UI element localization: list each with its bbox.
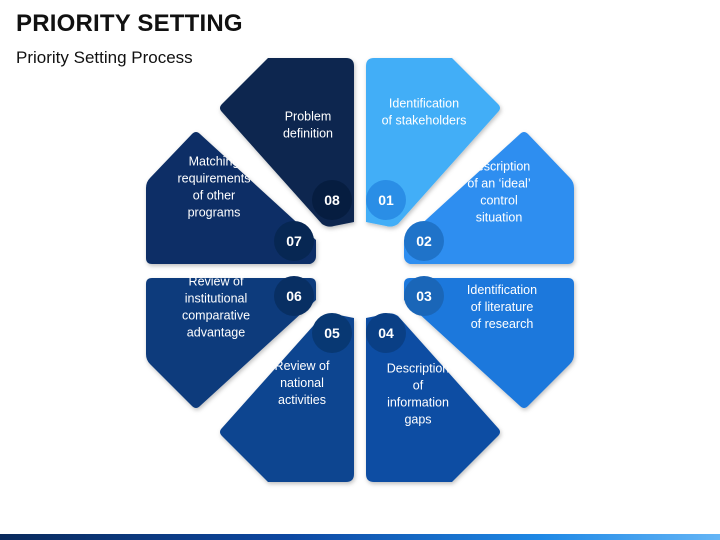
step-label-line: gaps bbox=[404, 413, 431, 427]
step-label-line: Description bbox=[387, 362, 450, 376]
step-06-badge bbox=[274, 276, 314, 316]
step-label-line: Description bbox=[468, 160, 531, 174]
step-05-shape bbox=[220, 313, 354, 482]
step-label-line: of research bbox=[471, 317, 534, 331]
step-02-badge bbox=[404, 221, 444, 261]
step-label-line: institutional bbox=[185, 292, 248, 306]
step-number: 08 bbox=[324, 192, 340, 208]
step-04-badge bbox=[366, 313, 406, 353]
page-subtitle: Priority Setting Process bbox=[16, 48, 193, 67]
page-title: PRIORITY SETTING bbox=[16, 10, 243, 37]
step-label-line: requirements bbox=[178, 172, 251, 186]
step-label-line: activities bbox=[278, 393, 326, 407]
step-01-badge bbox=[366, 180, 406, 220]
step-07: 07 Matching requirements of other programs bbox=[146, 132, 316, 264]
step-label-line: of other bbox=[193, 189, 235, 203]
step-number: 06 bbox=[286, 288, 302, 304]
step-number: 01 bbox=[378, 192, 394, 208]
step-label-line: of bbox=[413, 379, 424, 393]
step-label-line: control bbox=[480, 194, 518, 208]
step-label-line: comparative bbox=[182, 309, 250, 323]
step-02-shape bbox=[404, 132, 574, 264]
step-05-badge bbox=[312, 313, 352, 353]
step-08: 08 Problem definition bbox=[220, 58, 354, 227]
step-number: 02 bbox=[416, 233, 432, 249]
step-label-line: national bbox=[280, 376, 324, 390]
step-02: 02 Description of an ‘ideal’ control situati… bbox=[404, 132, 574, 264]
step-label-line: of literature bbox=[471, 300, 534, 314]
step-label-line: definition bbox=[283, 127, 333, 141]
bottom-accent-bar bbox=[0, 534, 720, 540]
step-01-shape bbox=[366, 58, 500, 227]
step-label-line: Matching bbox=[189, 155, 240, 169]
step-04-shape bbox=[366, 313, 500, 482]
step-label-line: advantage bbox=[187, 326, 245, 340]
step-label-line: Identification bbox=[467, 283, 537, 297]
step-number: 05 bbox=[324, 325, 340, 341]
step-07-badge bbox=[274, 221, 314, 261]
step-08-badge bbox=[312, 180, 352, 220]
step-06: 06 Review of institutional comparative advan… bbox=[146, 275, 316, 408]
step-06-shape bbox=[146, 278, 316, 408]
step-label-line: of an ‘ideal’ bbox=[467, 177, 530, 191]
step-label-line: Review of bbox=[275, 359, 330, 373]
step-label-line: of stakeholders bbox=[382, 114, 467, 128]
step-07-shape bbox=[146, 132, 316, 264]
step-label-line: programs bbox=[188, 206, 241, 220]
step-number: 04 bbox=[378, 325, 394, 341]
step-03: 03 Identification of literature of research bbox=[404, 276, 574, 408]
step-label-line: Review of bbox=[189, 275, 244, 289]
step-01: 01 Identification of stakeholders bbox=[366, 58, 500, 227]
step-number: 03 bbox=[416, 288, 432, 304]
step-label-line: Problem bbox=[285, 110, 332, 124]
step-label-line: information bbox=[387, 396, 449, 410]
step-label-line: situation bbox=[476, 211, 523, 225]
step-03-badge bbox=[404, 276, 444, 316]
step-03-shape bbox=[404, 278, 574, 408]
step-number: 07 bbox=[286, 233, 302, 249]
step-label-line: Identification bbox=[389, 97, 459, 111]
